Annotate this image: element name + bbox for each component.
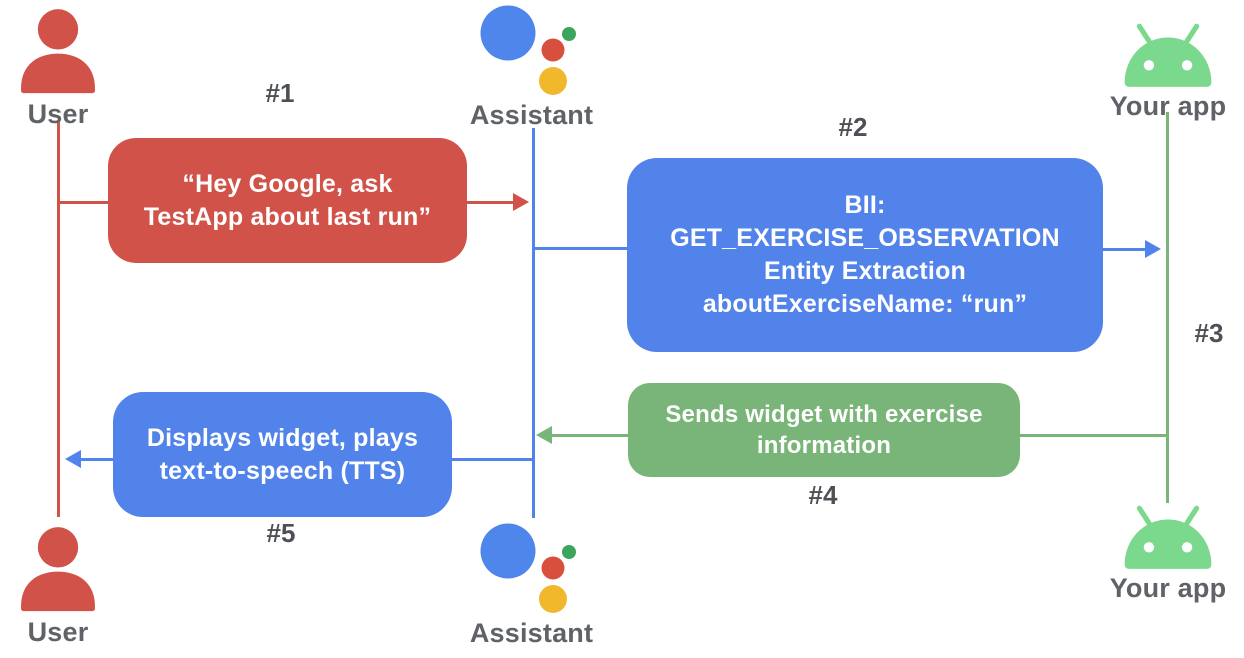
msg5-text-line2: text-to-speech (TTS) bbox=[159, 456, 406, 485]
msg4-box: Sends widget with exercise information bbox=[628, 383, 1020, 477]
msg2-connector bbox=[534, 247, 629, 250]
msg2-box: BII: GET_EXERCISE_OBSERVATION Entity Ext… bbox=[627, 158, 1103, 352]
step-1-label: #1 bbox=[265, 78, 295, 108]
msg4-arrowhead-icon bbox=[536, 426, 552, 444]
user-person-icon bbox=[21, 9, 95, 94]
assistant-lifeline bbox=[532, 128, 535, 518]
msg4-connector bbox=[1018, 434, 1166, 437]
actor-user-bottom-label: User bbox=[27, 617, 89, 647]
user-lifeline bbox=[57, 121, 60, 517]
msg1-connector bbox=[57, 201, 113, 204]
actor-yourapp-bottom-label: Your app bbox=[1109, 573, 1227, 603]
step-2-label: #2 bbox=[838, 112, 868, 142]
step-4-label: #4 bbox=[808, 480, 838, 510]
yourapp-lifeline bbox=[1166, 112, 1169, 503]
msg1-text-line1: “Hey Google, ask bbox=[182, 169, 393, 198]
msg4-text-line1: Sends widget with exercise bbox=[665, 401, 983, 428]
actor-yourapp-top-label: Your app bbox=[1109, 91, 1227, 121]
msg2-text-line2: GET_EXERCISE_OBSERVATION bbox=[670, 224, 1060, 252]
actor-yourapp-bottom: Your app bbox=[1108, 502, 1228, 604]
msg1-arrowhead-icon bbox=[513, 193, 529, 211]
msg1-line bbox=[465, 201, 514, 204]
android-icon bbox=[1124, 23, 1212, 87]
msg2-line bbox=[1101, 248, 1146, 251]
actor-yourapp-top: Your app bbox=[1108, 20, 1228, 122]
android-icon bbox=[1124, 505, 1212, 569]
actor-assistant-top-label: Assistant bbox=[469, 100, 594, 130]
step-3-label: #3 bbox=[1194, 318, 1224, 348]
google-assistant-icon bbox=[480, 523, 576, 613]
msg5-arrowhead-icon bbox=[65, 450, 81, 468]
msg4-text-line2: information bbox=[756, 432, 892, 459]
msg5-text-line1: Displays widget, plays bbox=[146, 423, 419, 452]
msg1-box: “Hey Google, ask TestApp about last run” bbox=[108, 138, 467, 263]
actor-assistant-bottom-label: Assistant bbox=[469, 618, 594, 648]
msg4-line bbox=[552, 434, 630, 437]
msg5-connector bbox=[450, 458, 533, 461]
step-5-label: #5 bbox=[266, 518, 296, 548]
msg2-text-line1: BII: bbox=[844, 191, 886, 219]
user-person-icon bbox=[21, 527, 95, 612]
actor-assistant-top: Assistant bbox=[470, 4, 593, 131]
google-assistant-icon bbox=[480, 5, 576, 95]
actor-user-top: User bbox=[10, 8, 106, 130]
msg5-line bbox=[81, 458, 115, 461]
actor-user-bottom: User bbox=[10, 526, 106, 648]
msg1-text-line2: TestApp about last run” bbox=[143, 202, 432, 231]
msg2-text-line4: aboutExerciseName: “run” bbox=[702, 290, 1028, 318]
msg2-arrowhead-icon bbox=[1145, 240, 1161, 258]
actor-assistant-bottom: Assistant bbox=[470, 522, 593, 649]
msg2-text-line3: Entity Extraction bbox=[763, 257, 967, 285]
actor-user-top-label: User bbox=[27, 99, 89, 129]
msg5-box: Displays widget, plays text-to-speech (T… bbox=[113, 392, 452, 517]
